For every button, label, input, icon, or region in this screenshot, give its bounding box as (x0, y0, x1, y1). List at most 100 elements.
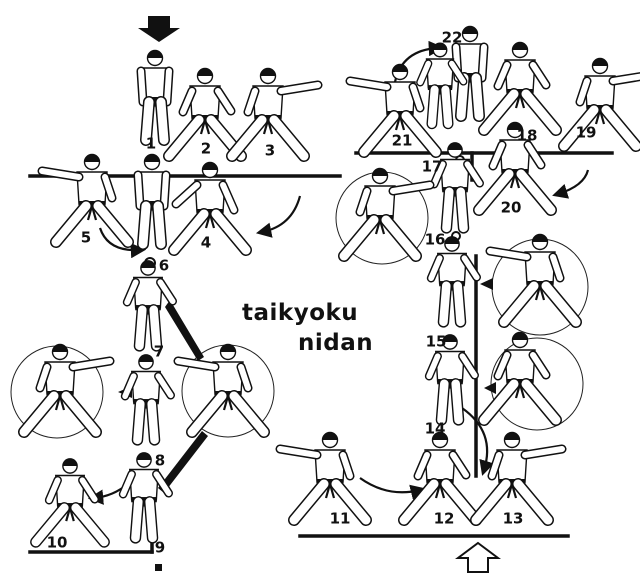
karateka-figure (133, 153, 171, 250)
figure-belt (131, 497, 157, 503)
title-line2: nidan (298, 330, 374, 356)
connector-lower (158, 431, 208, 493)
figure-legs (135, 305, 161, 351)
figure-arms (138, 68, 172, 105)
figure-belt (427, 85, 453, 91)
figure-arms (39, 168, 115, 201)
figure-legs (131, 497, 157, 543)
figure-legs (474, 169, 556, 215)
figure-hair (52, 344, 68, 352)
karateka-figure (485, 233, 582, 328)
figure-legs (479, 379, 561, 425)
figure-hair (260, 68, 276, 76)
figure-arms (347, 78, 423, 111)
move-label-21: 21 (391, 131, 413, 150)
karateka-figure (226, 67, 323, 162)
figure-belt (254, 115, 282, 121)
figure-hair (140, 260, 156, 268)
move-label-20: 20 (500, 198, 522, 217)
move-label-6: 6 (158, 256, 170, 275)
karateka-figure (118, 452, 173, 544)
move-label-9: 9 (154, 538, 166, 557)
figure-arms (180, 88, 234, 115)
figure-legs (339, 215, 421, 261)
figure-arms (417, 60, 467, 86)
move-label-7: 7 (153, 342, 165, 361)
figure-hair (462, 26, 478, 34)
up-arrow-icon (455, 541, 501, 573)
figure-belt (141, 97, 169, 103)
title-line1: taikyoku (242, 300, 359, 326)
figure-legs (499, 281, 581, 327)
figure-legs (227, 115, 309, 161)
karateka-figure (416, 42, 468, 130)
figure-arms (173, 182, 237, 213)
karateka-figure (37, 153, 134, 248)
start-end-arrows (138, 16, 501, 573)
arrow-3-to-4 (255, 195, 302, 238)
figure-arms (37, 358, 113, 391)
figure-hair (442, 334, 458, 342)
figure-hair (62, 458, 78, 466)
figure-hair (512, 42, 528, 50)
move-label-8: 8 (154, 451, 166, 470)
figure-hair (144, 154, 160, 162)
figure-hair (507, 122, 523, 130)
figure-arms (431, 161, 483, 188)
figure-belt (506, 379, 534, 385)
figure-belt (386, 111, 414, 117)
move-label-18: 18 (516, 126, 538, 145)
figure-belt (586, 105, 614, 111)
figure-belt (46, 391, 74, 397)
karateka-figure (470, 431, 567, 526)
figure-legs (51, 201, 133, 247)
karateka-figure (345, 63, 442, 158)
connector-right-15 (484, 382, 496, 394)
karateka-figure (426, 236, 481, 328)
figure-belt (439, 281, 465, 287)
figure-hair (512, 332, 528, 340)
karateka-figure (30, 458, 110, 548)
figure-legs (187, 391, 269, 437)
figure-legs (442, 187, 468, 233)
figure-legs (427, 85, 453, 128)
karateka-figure (18, 343, 115, 438)
karateka-figure (398, 431, 482, 526)
karateka-figure (136, 49, 174, 146)
figure-arms (495, 352, 549, 379)
karateka-figure (478, 41, 562, 136)
arrow-14 (461, 407, 495, 476)
move-label-5: 5 (80, 228, 92, 247)
karateka-figure (122, 260, 177, 352)
move-label-14: 14 (424, 419, 446, 438)
figure-arms (490, 142, 544, 169)
figure-belt (138, 201, 166, 207)
figure-hair (392, 64, 408, 72)
figure-hair (136, 452, 152, 460)
figure-belt (316, 479, 344, 485)
figure-arms (426, 353, 478, 380)
figure-arms (415, 452, 469, 479)
karateka-figure (120, 354, 175, 446)
move-label-3: 3 (264, 141, 276, 160)
figure-arms (245, 82, 321, 115)
figure-hair (447, 142, 463, 150)
figure-belt (366, 215, 394, 221)
figure-arms (122, 373, 174, 400)
figure-legs (559, 105, 640, 151)
figure-hair (147, 50, 163, 58)
figure-legs (133, 399, 159, 445)
karateka-figure (275, 431, 372, 526)
move-label-4: 4 (200, 233, 212, 252)
figure-hair (504, 432, 520, 440)
embusen-lines (28, 151, 614, 554)
figure-belt (456, 73, 484, 79)
karateka-figure (424, 334, 479, 426)
figure-arms (357, 182, 433, 215)
figure-legs (479, 89, 561, 135)
figure-belt (442, 187, 468, 193)
figure-belt (57, 503, 83, 509)
figure-hair (532, 234, 548, 242)
